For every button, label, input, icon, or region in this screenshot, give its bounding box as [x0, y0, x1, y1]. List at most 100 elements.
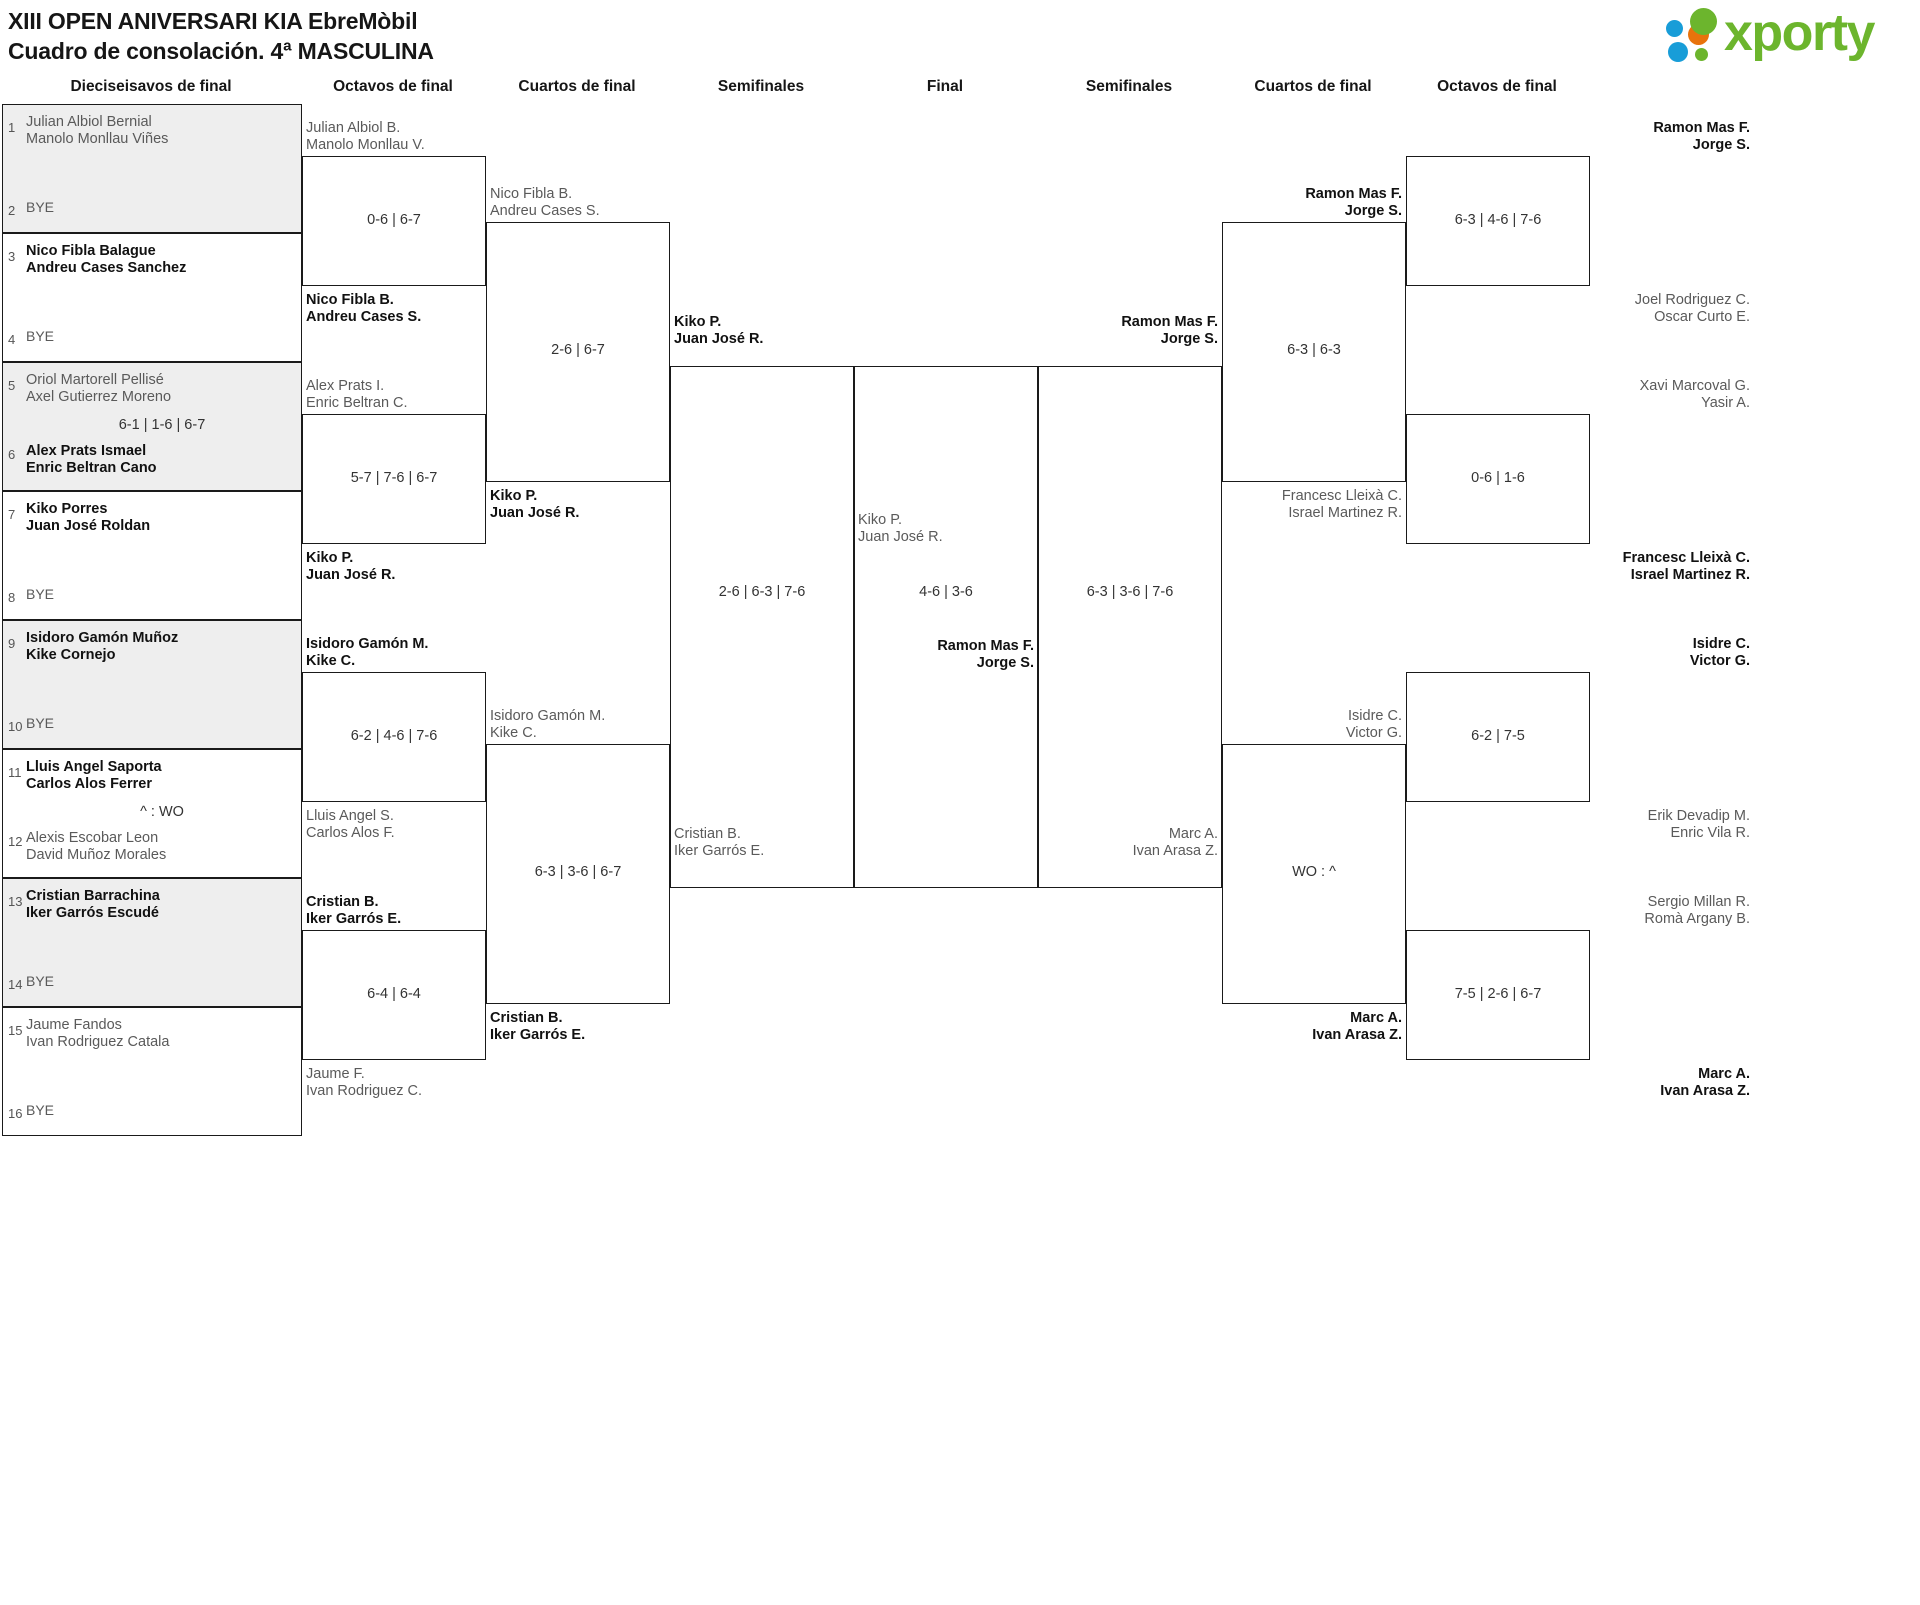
octavos-left-box-0[interactable]: [302, 156, 486, 286]
xporty-logo: xporty: [1666, 4, 1916, 66]
final-right-player: Ramon Mas F.Jorge S.: [937, 638, 1034, 672]
logo-wordmark: xporty: [1724, 4, 1875, 62]
octavos-right-score-1: 0-6 | 1-6: [1471, 470, 1525, 486]
cuartos-left-box-0[interactable]: [486, 222, 670, 482]
octavos-left-player-3: Kiko P.Juan José R.: [306, 550, 396, 584]
r1-match-box-6[interactable]: [2, 878, 302, 1007]
semis-left-score-0: 2-6 | 6-3 | 7-6: [718, 584, 806, 600]
player-4: BYE: [26, 328, 55, 344]
r1-match-box-4[interactable]: [2, 620, 302, 749]
cuartos-right-player-1: Francesc Lleixà C.Israel Martinez R.: [1281, 488, 1402, 522]
cuartos-right-box-1[interactable]: [1222, 744, 1406, 1004]
octavos-left-score-1: 5-7 | 7-6 | 6-7: [350, 470, 438, 486]
octavos-left-player-4: Isidoro Gamón M.Kike C.: [306, 636, 429, 670]
octavos-right-score-0: 6-3 | 4-6 | 7-6: [1454, 212, 1542, 228]
cuartos-right-score-0: 6-3 | 6-3: [1287, 342, 1341, 358]
round-header-2: Cuartos de final: [518, 78, 636, 95]
seed-number-6: 6: [8, 447, 16, 462]
r1-match-box-5[interactable]: [2, 749, 302, 878]
octavos-right-player-6: Sergio Millan R.Romà Argany B.: [1644, 894, 1750, 928]
player-8: BYE: [26, 586, 55, 602]
semis-right-box-0[interactable]: [1038, 366, 1222, 888]
octavos-right-player-0: Ramon Mas F.Jorge S.: [1653, 120, 1750, 154]
octavos-left-score-3: 6-4 | 6-4: [367, 986, 421, 1002]
r1-match-box-7[interactable]: [2, 1007, 302, 1136]
octavos-right-box-3[interactable]: [1406, 930, 1590, 1060]
semis-left-player-1: Cristian B.Iker Garrós E.: [674, 826, 765, 860]
octavos-left-player-0: Julian Albiol B.Manolo Monllau V.: [306, 120, 425, 154]
semis-left-box-0[interactable]: [670, 366, 854, 888]
r1-match-box-3[interactable]: [2, 491, 302, 620]
seed-number-9: 9: [8, 636, 16, 651]
round-header-7: Octavos de final: [1437, 78, 1557, 95]
logo-dots-icon: [1666, 8, 1728, 62]
cuartos-right-player-0: Ramon Mas F.Jorge S.: [1305, 186, 1402, 220]
player-14: BYE: [26, 973, 55, 989]
round-header-1: Octavos de final: [333, 78, 453, 95]
round-header-0: Dieciseisavos de final: [70, 78, 232, 95]
seed-number-15: 15: [8, 1023, 23, 1038]
r1-score-0: 6-1 | 1-6 | 6-7: [118, 416, 206, 433]
seed-number-16: 16: [8, 1106, 23, 1121]
seed-number-2: 2: [8, 203, 16, 218]
player-2: BYE: [26, 199, 55, 215]
octavos-right-score-2: 6-2 | 7-5: [1471, 728, 1525, 744]
seed-number-14: 14: [8, 977, 23, 992]
cuartos-left-score-1: 6-3 | 3-6 | 6-7: [534, 864, 622, 880]
octavos-left-score-2: 6-2 | 4-6 | 7-6: [350, 728, 438, 744]
seed-number-5: 5: [8, 378, 16, 393]
octavos-right-box-2[interactable]: [1406, 672, 1590, 802]
cuartos-right-box-0[interactable]: [1222, 222, 1406, 482]
seed-number-7: 7: [8, 507, 16, 522]
octavos-left-player-6: Cristian B.Iker Garrós E.: [306, 894, 402, 928]
semis-right-player-0: Ramon Mas F.Jorge S.: [1121, 314, 1218, 348]
octavos-left-box-2[interactable]: [302, 672, 486, 802]
final-box[interactable]: [854, 366, 1038, 888]
octavos-right-player-1: Joel Rodriguez C.Oscar Curto E.: [1634, 292, 1750, 326]
octavos-right-box-0[interactable]: [1406, 156, 1590, 286]
octavos-right-player-2: Xavi Marcoval G.Yasir A.: [1639, 378, 1750, 412]
octavos-right-player-3: Francesc Lleixà C.Israel Martinez R.: [1622, 550, 1750, 584]
cuartos-left-player-0: Nico Fibla B.Andreu Cases S.: [490, 186, 600, 220]
octavos-left-player-5: Lluis Angel S.Carlos Alos F.: [306, 808, 395, 842]
octavos-left-player-7: Jaume F.Ivan Rodriguez C.: [306, 1066, 423, 1100]
cuartos-left-box-1[interactable]: [486, 744, 670, 1004]
cuartos-left-player-1: Kiko P.Juan José R.: [490, 488, 580, 522]
cuartos-right-player-3: Marc A.Ivan Arasa Z.: [1312, 1010, 1402, 1044]
octavos-left-box-1[interactable]: [302, 414, 486, 544]
seed-number-12: 12: [8, 834, 23, 849]
octavos-right-box-1[interactable]: [1406, 414, 1590, 544]
logo-dot-blue-icon: [1666, 20, 1683, 37]
octavos-left-score-0: 0-6 | 6-7: [367, 212, 421, 228]
octavos-left-box-3[interactable]: [302, 930, 486, 1060]
round-header-5: Semifinales: [1085, 78, 1173, 95]
r1-match-box-0[interactable]: [2, 104, 302, 233]
r1-match-box-2[interactable]: [2, 362, 302, 491]
cuartos-right-score-1: WO : ^: [1292, 864, 1336, 880]
cuartos-left-player-2: Isidoro Gamón M.Kike C.: [490, 708, 606, 742]
octavos-left-player-1: Nico Fibla B.Andreu Cases S.: [306, 292, 422, 326]
player-10: BYE: [26, 715, 55, 731]
octavos-right-player-4: Isidre C.Victor G.: [1689, 636, 1750, 670]
seed-number-3: 3: [8, 249, 16, 264]
seed-number-1: 1: [8, 120, 16, 135]
seed-number-11: 11: [8, 765, 22, 780]
tournament-name: XIII OPEN ANIVERSARI KIA EbreMòbil: [8, 8, 418, 34]
r1-match-box-1[interactable]: [2, 233, 302, 362]
round-header-4: Final: [926, 78, 964, 95]
seed-number-8: 8: [8, 590, 16, 605]
semis-right-score-0: 6-3 | 3-6 | 7-6: [1086, 584, 1174, 600]
page-title: XIII OPEN ANIVERSARI KIA EbreMòbil Cuadr…: [8, 6, 434, 67]
final-left-player: Kiko P.Juan José R.: [858, 512, 943, 546]
seed-number-4: 4: [8, 332, 16, 347]
seed-number-13: 13: [8, 894, 23, 909]
octavos-right-score-3: 7-5 | 2-6 | 6-7: [1454, 986, 1542, 1002]
logo-dot-green-icon: [1690, 8, 1717, 35]
